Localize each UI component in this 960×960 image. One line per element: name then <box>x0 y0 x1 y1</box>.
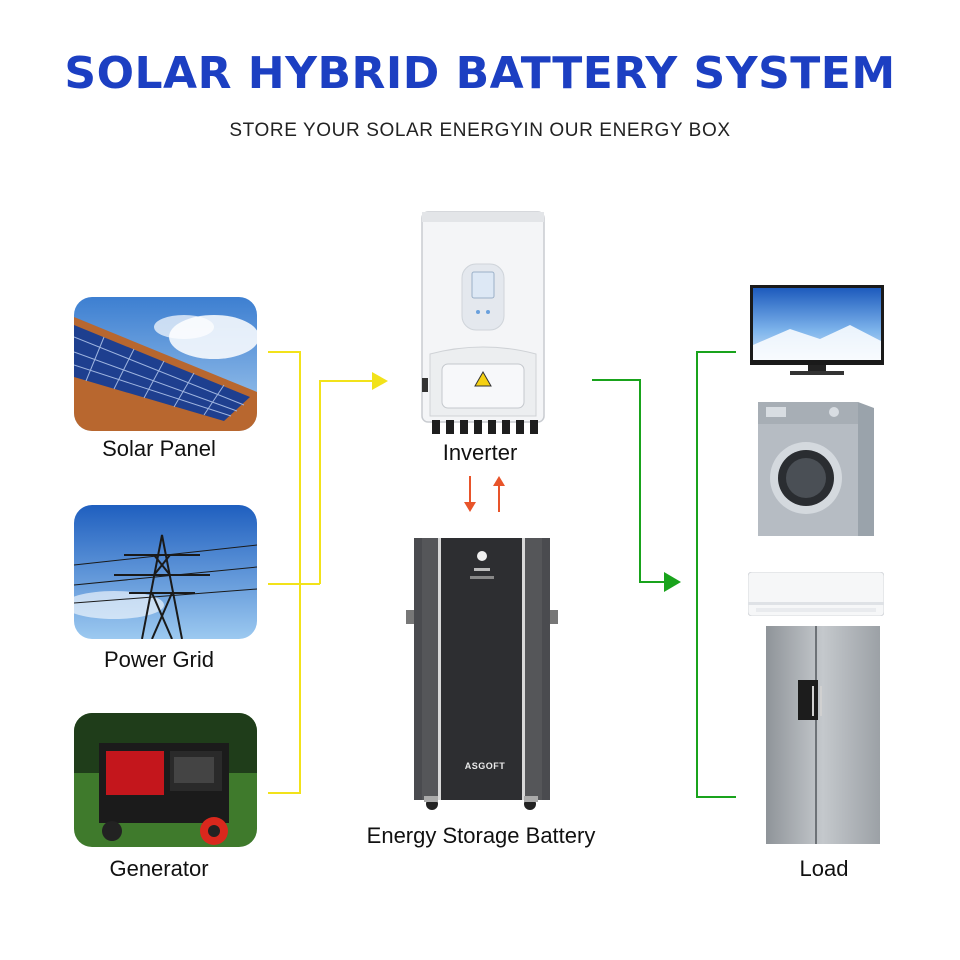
load-arrow-head <box>664 572 681 592</box>
source-label-grid: Power Grid <box>103 647 215 672</box>
refrigerator-icon <box>766 626 880 844</box>
power-grid-photo <box>74 505 257 639</box>
inverter-label: Inverter <box>442 440 518 465</box>
tv-icon <box>750 285 884 377</box>
page-subtitle: STORE YOUR SOLAR ENERGYIN OUR ENERGY BOX <box>229 120 731 141</box>
solar-panel-photo <box>74 297 257 431</box>
source-arrow-head <box>372 372 388 390</box>
battery-photo: ASGOFT <box>404 532 560 814</box>
battery-charge-arrows <box>469 476 500 512</box>
source-label-generator: Generator <box>109 856 209 881</box>
load-connector <box>592 351 736 798</box>
generator-photo <box>74 713 257 847</box>
source-connector <box>268 351 372 794</box>
inverter-photo <box>418 208 548 440</box>
air-conditioner-icon <box>748 572 884 616</box>
source-label-solar: Solar Panel <box>102 436 216 461</box>
battery-label: Energy Storage Battery <box>366 823 596 848</box>
washing-machine-icon <box>758 396 874 536</box>
page-title: SOLAR HYBRID BATTERY SYSTEM <box>64 48 896 99</box>
load-label: Load <box>799 856 849 881</box>
battery-brand: ASGOFT <box>464 761 506 771</box>
